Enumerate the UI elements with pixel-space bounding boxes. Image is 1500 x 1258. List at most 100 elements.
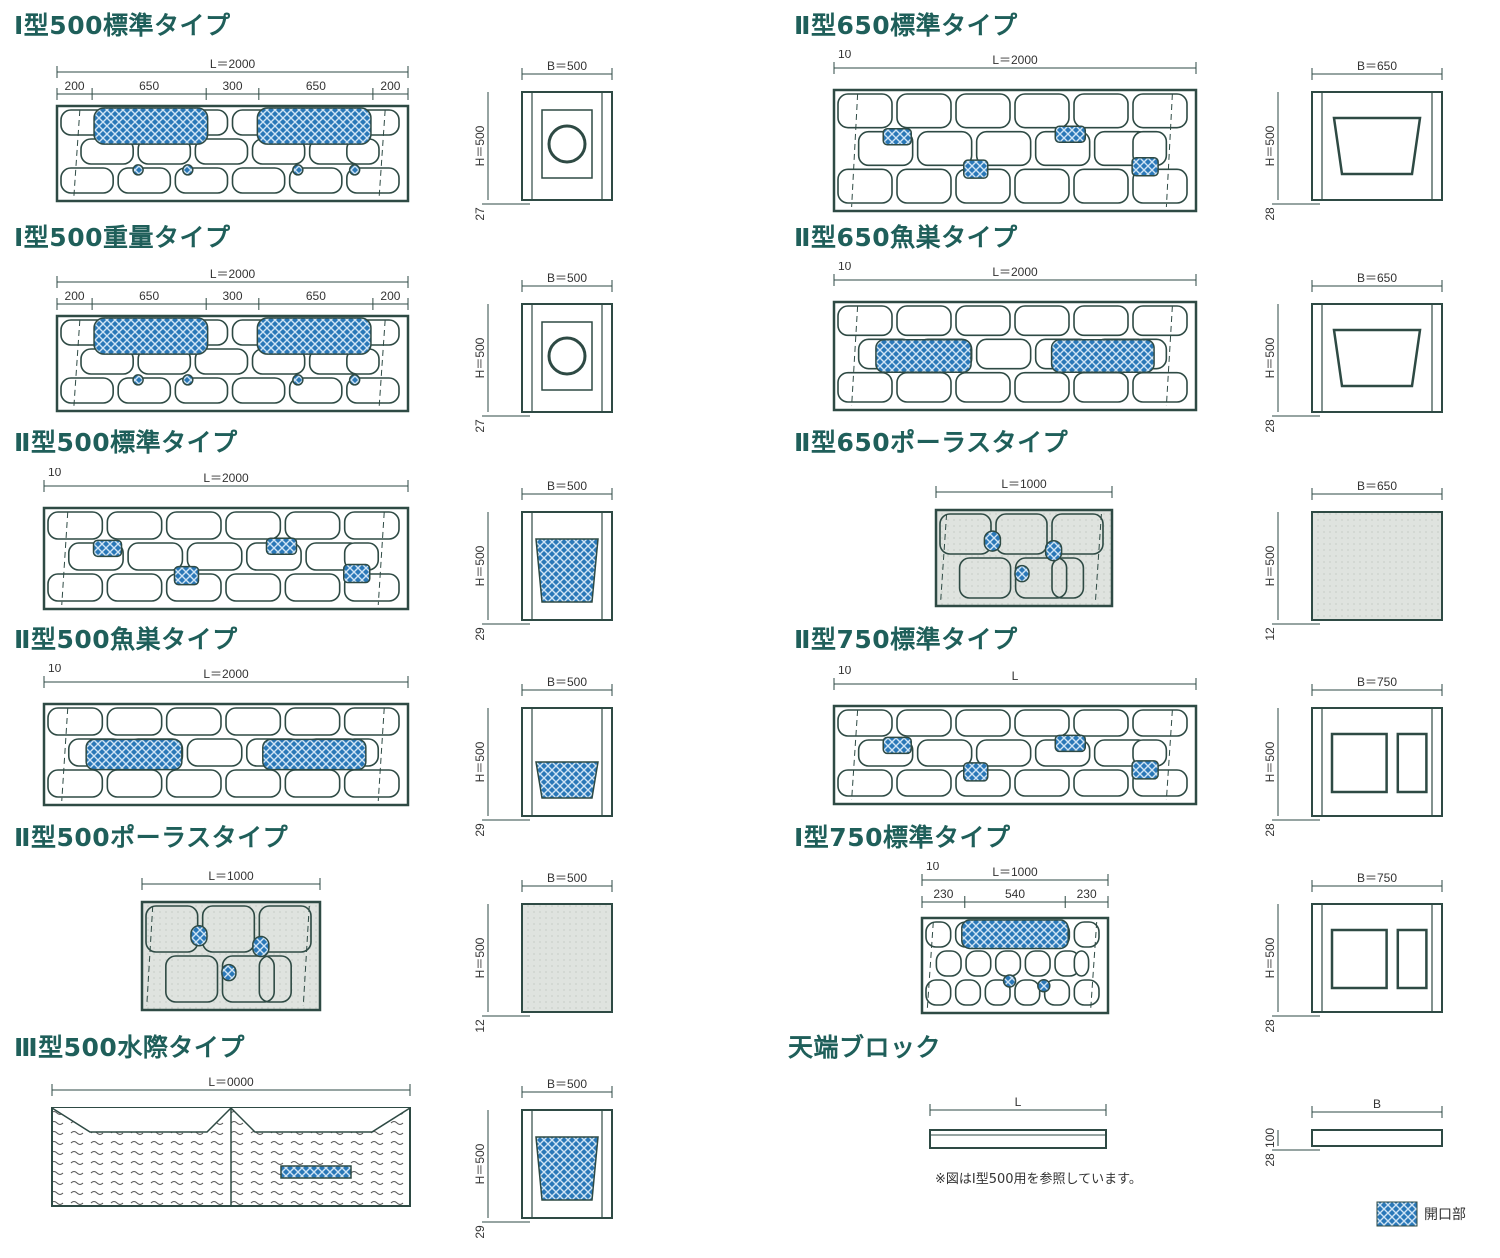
stone [343, 511, 400, 540]
stone [837, 709, 893, 737]
section-title: Ⅱ型500標準タイプ [14, 428, 238, 457]
dimension-width-label: B＝500 [547, 59, 587, 73]
stone [837, 168, 893, 204]
opening-left [1330, 928, 1388, 990]
dimension-height-label: H＝500 [473, 337, 487, 378]
stone [288, 377, 343, 404]
stone [60, 377, 114, 404]
dimension-segment-label: 200 [380, 289, 400, 303]
stone [1132, 305, 1188, 337]
stone [1073, 305, 1129, 337]
elevation-drawing: L＝0000 [51, 1075, 411, 1207]
stone [984, 979, 1011, 1006]
opening [343, 563, 371, 584]
stone [117, 167, 172, 194]
dimension-base-label: 27 [473, 419, 487, 432]
stone [975, 739, 1032, 767]
stone [896, 769, 952, 797]
stone [916, 739, 973, 767]
stone [958, 557, 1012, 599]
stone [284, 573, 341, 602]
stone [165, 511, 222, 540]
section-title: Ⅲ型500水際タイプ [14, 1033, 245, 1062]
section-title: Ⅰ型500標準タイプ [14, 11, 231, 40]
dimension-height-label: H＝500 [473, 937, 487, 978]
stone [896, 305, 952, 337]
dimension-base-label: 12 [473, 1019, 487, 1032]
opening [875, 339, 972, 373]
stone [225, 707, 282, 736]
stone [165, 769, 222, 798]
stone [1073, 950, 1090, 977]
opening [252, 935, 270, 958]
dimension-offset-label: 10 [838, 666, 852, 677]
trapezoid-opening [1332, 328, 1422, 388]
stone [194, 348, 249, 375]
stone [60, 167, 114, 194]
section-title: Ⅰ型500重量タイプ [14, 223, 231, 252]
dimension-segment-label: 200 [65, 289, 85, 303]
stone [935, 950, 962, 977]
stone [288, 167, 343, 194]
stone [1073, 769, 1129, 797]
dimension-segment-label: 200 [65, 79, 85, 93]
stone [965, 950, 992, 977]
dimension-offset-label: 10 [838, 262, 852, 273]
dimension-total-label: L＝1000 [1001, 477, 1047, 491]
stone [925, 921, 952, 948]
stone [346, 377, 400, 404]
stone [258, 905, 312, 953]
stone [1073, 709, 1129, 737]
stone [186, 542, 243, 571]
stone [117, 377, 172, 404]
stone [1073, 93, 1129, 129]
trapezoid-opening [1332, 116, 1422, 176]
stone [343, 707, 400, 736]
stone [1043, 979, 1071, 1006]
opening [348, 374, 361, 386]
dimension-segment-label: 300 [222, 289, 242, 303]
dimension-offset-label: 10 [48, 664, 62, 675]
opening [256, 317, 372, 355]
elevation-drawing: L＝1000 [140, 869, 322, 1012]
opening [256, 107, 372, 145]
opening [85, 738, 183, 771]
dimension-segment-label: 300 [222, 79, 242, 93]
stone [231, 167, 286, 194]
stone [106, 769, 163, 798]
dimension-width-label: B＝500 [547, 1077, 587, 1091]
stone [1014, 979, 1041, 1006]
opening [1131, 157, 1159, 177]
stone [925, 979, 952, 1006]
opening [93, 317, 209, 355]
opening [1054, 125, 1087, 144]
stone [225, 511, 282, 540]
dimension-height-label: H＝500 [473, 1143, 487, 1184]
stone [1073, 979, 1100, 1006]
dimension-base-label: 28 [1263, 823, 1277, 836]
circular-opening [547, 336, 587, 376]
stone [837, 305, 893, 337]
dimension-offset-label: 10 [926, 862, 940, 873]
stone [954, 979, 982, 1006]
dimension-base-label: 28 [1263, 1019, 1277, 1032]
stone [1014, 371, 1070, 403]
section-title: Ⅱ型500魚巣タイプ [14, 625, 238, 654]
block-section [1311, 511, 1443, 621]
opening [1037, 979, 1051, 993]
opening [292, 374, 304, 386]
stone [106, 511, 163, 540]
circular-opening [547, 124, 587, 164]
stone [1014, 769, 1070, 797]
opening [882, 736, 912, 755]
dimension-height-label: H＝500 [473, 741, 487, 782]
stone [231, 377, 286, 404]
dimension-width-label: B＝500 [547, 675, 587, 689]
